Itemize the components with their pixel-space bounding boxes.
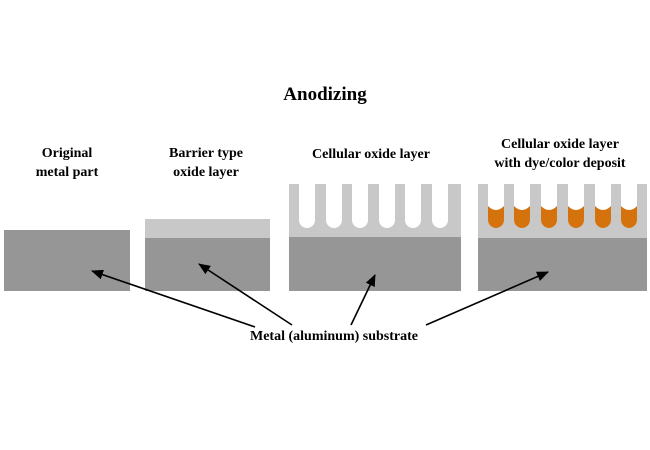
label-line: metal part xyxy=(35,165,99,180)
dye-deposit xyxy=(621,206,637,228)
label-line: Barrier type xyxy=(169,146,243,161)
label-cellular-oxide-dyed: Cellular oxide layer with dye/color depo… xyxy=(472,135,648,173)
diagram-title: Anodizing xyxy=(283,84,367,105)
barrier-oxide-layer xyxy=(145,219,270,238)
arrow-to-cellular xyxy=(350,274,376,326)
dye-deposit xyxy=(514,206,530,228)
arrow-to-barrier xyxy=(198,263,293,326)
cellular-oxide-layer-dyed xyxy=(478,184,647,244)
label-line: Cellular oxide layer xyxy=(501,137,619,152)
label-line: with dye/color deposit xyxy=(494,156,626,171)
oxide-pore xyxy=(379,183,395,228)
oxide-pore xyxy=(405,183,421,228)
dye-deposit xyxy=(595,206,611,228)
label-original-metal-part: Original metal part xyxy=(18,144,116,182)
metal-block-cellular xyxy=(289,237,461,291)
label-line: Original xyxy=(41,146,93,161)
arrow-to-dyed xyxy=(425,271,549,326)
label-line: Cellular oxide layer xyxy=(312,147,430,162)
oxide-pores xyxy=(299,183,448,228)
metal-block-dyed xyxy=(478,238,647,291)
label-line: oxide layer xyxy=(173,165,239,180)
metal-block-original xyxy=(4,230,130,291)
arrow-to-original xyxy=(91,269,256,328)
oxide-pore xyxy=(432,183,448,228)
dye-deposit xyxy=(488,206,504,228)
oxide-pore xyxy=(299,183,315,228)
dye-deposit xyxy=(568,206,584,228)
oxide-pore xyxy=(326,183,342,228)
metal-block-barrier xyxy=(145,238,270,291)
label-barrier-oxide-layer: Barrier type oxide layer xyxy=(155,144,257,182)
dyed-pores xyxy=(488,183,637,228)
dye-deposit xyxy=(541,206,557,228)
substrate-label: Metal (aluminum) substrate xyxy=(250,329,418,344)
label-cellular-oxide-layer: Cellular oxide layer xyxy=(292,145,450,164)
oxide-pore xyxy=(352,183,368,228)
